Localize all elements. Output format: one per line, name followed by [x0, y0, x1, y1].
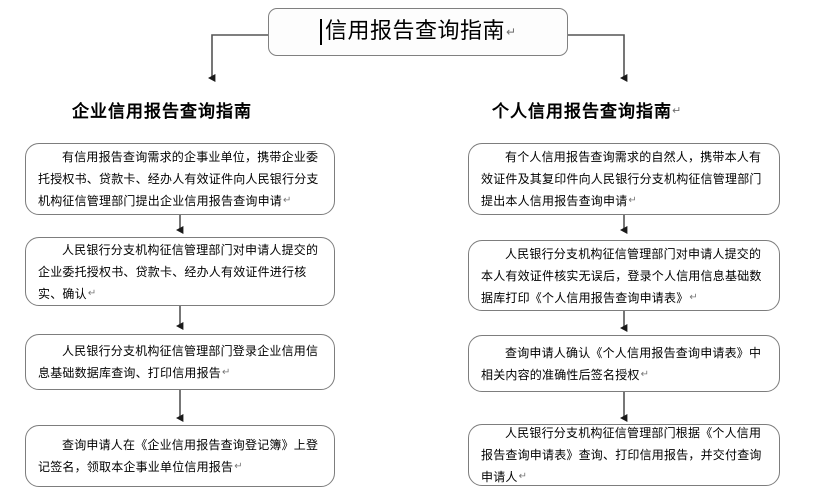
process-node-personal-2: 人民银行分支机构征信管理部门对申请人提交的本人有效证件核实无误后，登录个人信用信…	[468, 240, 780, 311]
column-header-personal: 个人信用报告查询指南↵	[492, 100, 682, 123]
process-node-personal-1: 有个人信用报告查询需求的自然人，携带本人有效证件及其复印件向人民银行分支机构征信…	[468, 143, 780, 215]
paragraph-mark-icon: ↵	[283, 195, 292, 206]
node-text-content: 人民银行分支机构征信管理部门根据《个人信用报告查询申请表》查询、打印信用报告，并…	[481, 426, 762, 484]
process-node-enterprise-2-text: 人民银行分支机构征信管理部门对申请人提交的企业委托授权书、贷款卡、经办人有效证件…	[26, 239, 334, 305]
process-node-personal-1-text: 有个人信用报告查询需求的自然人，携带本人有效证件及其复印件向人民银行分支机构征信…	[469, 146, 779, 212]
diagram-title-box: 信用报告查询指南↵	[268, 8, 568, 56]
connector-title-to-left	[208, 34, 268, 82]
column-header-enterprise: 企业信用报告查询指南	[72, 100, 252, 123]
paragraph-mark-icon: ↵	[234, 461, 243, 472]
process-node-personal-4-text: 人民银行分支机构征信管理部门根据《个人信用报告查询申请表》查询、打印信用报告，并…	[469, 422, 779, 488]
node-text-content: 有个人信用报告查询需求的自然人，携带本人有效证件及其复印件向人民银行分支机构征信…	[481, 150, 762, 208]
process-node-personal-2-text: 人民银行分支机构征信管理部门对申请人提交的本人有效证件核实无误后，登录个人信用信…	[469, 243, 779, 309]
paragraph-mark-icon: ↵	[672, 104, 683, 117]
column-header-enterprise-text: 企业信用报告查询指南	[72, 102, 252, 122]
process-node-enterprise-2: 人民银行分支机构征信管理部门对申请人提交的企业委托授权书、贷款卡、经办人有效证件…	[25, 237, 335, 306]
process-node-enterprise-1: 有信用报告查询需求的企事业单位，携带企业委托授权书、贷款卡、经办人有效证件向人民…	[25, 143, 335, 215]
process-node-personal-3-text: 查询申请人确认《个人信用报告查询申请表》中相关内容的准确性后签名授权↵	[469, 342, 779, 386]
process-node-enterprise-3: 人民银行分支机构征信管理部门登录企业信用信息基础数据库查询、打印信用报告↵	[25, 334, 335, 390]
paragraph-mark-icon: ↵	[628, 195, 637, 206]
process-node-enterprise-3-text: 人民银行分支机构征信管理部门登录企业信用信息基础数据库查询、打印信用报告↵	[26, 340, 334, 384]
process-node-enterprise-1-text: 有信用报告查询需求的企事业单位，携带企业委托授权书、贷款卡、经办人有效证件向人民…	[26, 146, 334, 212]
process-node-enterprise-4-text: 查询申请人在《企业信用报告查询登记簿》上登记签名，领取本企事业单位信用报告↵	[26, 434, 334, 478]
diagram-title-text: 信用报告查询指南	[319, 19, 505, 45]
process-node-enterprise-4: 查询申请人在《企业信用报告查询登记簿》上登记签名，领取本企事业单位信用报告↵	[25, 425, 335, 487]
node-text-content: 人民银行分支机构征信管理部门对申请人提交的本人有效证件核实无误后，登录个人信用信…	[481, 246, 762, 305]
node-text-content: 人民银行分支机构征信管理部门对申请人提交的企业委托授权书、贷款卡、经办人有效证件…	[38, 242, 319, 301]
paragraph-mark-icon: ↵	[87, 287, 97, 299]
paragraph-mark-icon: ↵	[505, 25, 517, 39]
paragraph-mark-icon: ↵	[640, 368, 650, 380]
column-header-personal-text: 个人信用报告查询指南	[492, 102, 672, 122]
process-node-personal-3: 查询申请人确认《个人信用报告查询申请表》中相关内容的准确性后签名授权↵	[468, 335, 780, 392]
node-text-content: 有信用报告查询需求的企事业单位，携带企业委托授权书、贷款卡、经办人有效证件向人民…	[38, 150, 319, 208]
node-text-content: 查询申请人在《企业信用报告查询登记簿》上登记签名，领取本企事业单位信用报告	[38, 438, 319, 474]
paragraph-mark-icon: ↵	[518, 471, 528, 482]
process-node-personal-4: 人民银行分支机构征信管理部门根据《个人信用报告查询申请表》查询、打印信用报告，并…	[468, 424, 780, 486]
paragraph-mark-icon: ↵	[222, 367, 231, 378]
node-text-content: 查询申请人确认《个人信用报告查询申请表》中相关内容的准确性后签名授权	[481, 345, 762, 382]
connector-title-to-right	[568, 34, 628, 82]
paragraph-mark-icon: ↵	[689, 291, 698, 303]
node-text-content: 人民银行分支机构征信管理部门登录企业信用信息基础数据库查询、打印信用报告	[38, 344, 319, 380]
